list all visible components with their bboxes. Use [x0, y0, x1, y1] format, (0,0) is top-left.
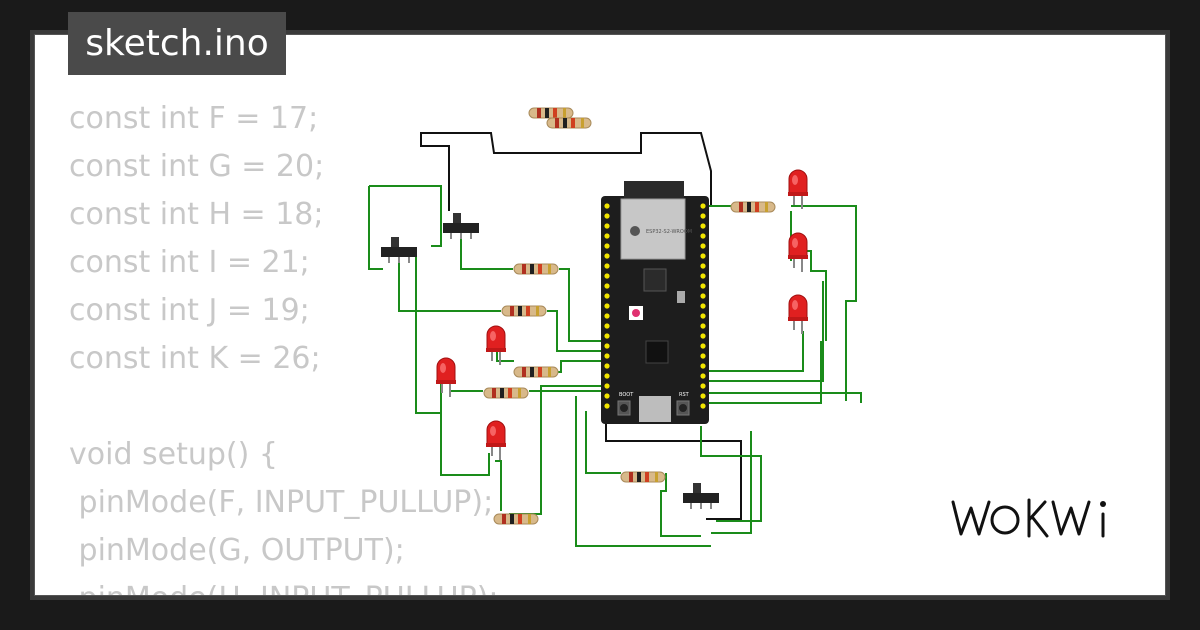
file-tab[interactable]: sketch.ino — [68, 12, 286, 75]
header-pin[interactable] — [700, 223, 706, 229]
header-pin[interactable] — [604, 383, 610, 389]
resistor[interactable] — [620, 471, 666, 483]
pin-header-right — [700, 203, 706, 409]
led[interactable] — [787, 169, 809, 210]
code-line: const int I = 21; — [69, 245, 310, 280]
header-pin[interactable] — [604, 233, 610, 239]
black-wires — [420, 132, 742, 520]
header-pin[interactable] — [604, 343, 610, 349]
code-line: const int F = 17; — [69, 101, 319, 136]
wokwi-logo — [951, 498, 1106, 538]
header-pin[interactable] — [604, 223, 610, 229]
circuit-diagram[interactable]: ESP32-S2-WROOM BOOT RST — [35, 35, 1166, 596]
resistor[interactable] — [501, 305, 547, 317]
header-pin[interactable] — [604, 293, 610, 299]
header-pin[interactable] — [604, 373, 610, 379]
board-label: ESP32-S2-WROOM — [646, 229, 692, 235]
header-pin[interactable] — [604, 203, 610, 209]
header-pin[interactable] — [700, 313, 706, 319]
header-pin[interactable] — [604, 353, 610, 359]
resistor[interactable] — [483, 387, 529, 399]
header-pin[interactable] — [604, 273, 610, 279]
pin-header-left — [604, 203, 610, 409]
header-pin[interactable] — [700, 273, 706, 279]
header-pin[interactable] — [604, 263, 610, 269]
project-preview-card[interactable]: const int F = 17; const int G = 20; cons… — [34, 34, 1166, 596]
header-pin[interactable] — [700, 203, 706, 209]
header-pin[interactable] — [700, 373, 706, 379]
header-pin[interactable] — [700, 363, 706, 369]
header-pin[interactable] — [604, 363, 610, 369]
resistor[interactable] — [513, 263, 559, 275]
header-pin[interactable] — [700, 263, 706, 269]
header-pin[interactable] — [604, 333, 610, 339]
esp32-board[interactable]: ESP32-S2-WROOM BOOT RST — [601, 181, 709, 424]
header-pin[interactable] — [700, 383, 706, 389]
resistor[interactable] — [546, 117, 592, 129]
header-pin[interactable] — [700, 213, 706, 219]
code-line: const int J = 19; — [69, 293, 310, 328]
header-pin[interactable] — [700, 243, 706, 249]
header-pin[interactable] — [604, 313, 610, 319]
header-pin[interactable] — [700, 253, 706, 259]
code-line: pinMode(F, INPUT_PULLUP); — [69, 485, 494, 520]
slide-switch[interactable] — [380, 236, 418, 264]
resistor[interactable] — [493, 513, 539, 525]
code-line: const int H = 18; — [69, 197, 324, 232]
header-pin[interactable] — [700, 333, 706, 339]
resistor[interactable] — [528, 107, 574, 119]
header-pin[interactable] — [604, 303, 610, 309]
header-pin[interactable] — [604, 323, 610, 329]
led[interactable] — [787, 294, 809, 335]
header-pin[interactable] — [604, 283, 610, 289]
header-pin[interactable] — [604, 243, 610, 249]
led[interactable] — [787, 232, 809, 273]
header-pin[interactable] — [700, 403, 706, 409]
header-pin[interactable] — [700, 293, 706, 299]
header-pin[interactable] — [700, 353, 706, 359]
header-pin[interactable] — [700, 393, 706, 399]
header-pin[interactable] — [700, 303, 706, 309]
header-pin[interactable] — [604, 253, 610, 259]
rst-label: RST — [679, 392, 690, 398]
code-line: const int K = 26; — [69, 341, 321, 376]
boot-label: BOOT — [619, 392, 634, 398]
slide-switch[interactable] — [682, 482, 720, 510]
code-line: void setup() { — [69, 437, 278, 472]
header-pin[interactable] — [604, 403, 610, 409]
header-pin[interactable] — [700, 323, 706, 329]
resistor[interactable] — [730, 201, 776, 213]
header-pin[interactable] — [604, 213, 610, 219]
header-pin[interactable] — [604, 393, 610, 399]
header-pin[interactable] — [700, 343, 706, 349]
header-pin[interactable] — [700, 233, 706, 239]
header-pin[interactable] — [700, 283, 706, 289]
code-line: pinMode(H, INPUT_PULLUP); — [69, 581, 499, 595]
slide-switch[interactable] — [442, 212, 480, 240]
code-line: const int G = 20; — [69, 149, 325, 184]
code-line: pinMode(G, OUTPUT); — [69, 533, 405, 568]
resistor[interactable] — [513, 366, 559, 378]
code-preview: const int F = 17; const int G = 20; cons… — [69, 95, 499, 595]
